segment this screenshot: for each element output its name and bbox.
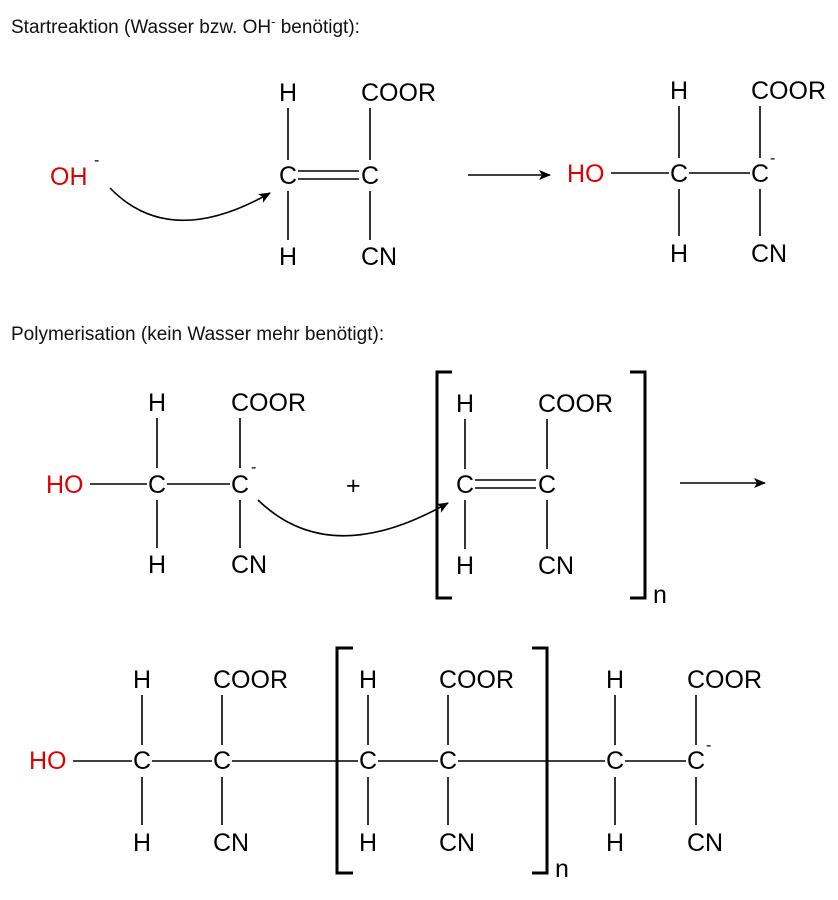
carbon-label-1: C bbox=[279, 162, 297, 190]
h-top-label-3: H bbox=[606, 666, 624, 694]
carbanion-charge: - bbox=[770, 150, 775, 167]
left-bracket bbox=[435, 370, 452, 600]
carbon-label-4: C bbox=[439, 747, 457, 775]
left-bracket bbox=[335, 646, 353, 875]
carbon-label-2: C bbox=[751, 160, 769, 188]
h-top-label-2: H bbox=[359, 666, 377, 694]
bracketed-monomer: H COOR C C H CN n bbox=[435, 370, 667, 609]
coor-label-3: COOR bbox=[687, 666, 762, 694]
caption-start-reaction: Startreaktion (Wasser bzw. OH- benötigt)… bbox=[11, 14, 360, 38]
carbanion-1: H COOR HO C C - H CN bbox=[567, 77, 826, 268]
coor-label-1: COOR bbox=[213, 666, 288, 694]
curved-arrow-attack-1 bbox=[109, 187, 271, 222]
coor-label: COOR bbox=[361, 79, 436, 107]
carbon-label-6: C bbox=[687, 747, 705, 775]
polymer-chain: H COOR H COOR H COOR HO C C C C C C - bbox=[29, 646, 762, 883]
cn-label: CN bbox=[361, 243, 397, 271]
carbon-label-1: C bbox=[670, 160, 688, 188]
right-bracket bbox=[532, 646, 549, 875]
h-top-label: H bbox=[279, 79, 297, 107]
h-bottom-label: H bbox=[456, 552, 474, 580]
monomer-1: H COOR C C H CN bbox=[279, 79, 436, 271]
coor-label-2: COOR bbox=[439, 666, 514, 694]
carbon-label-2: C bbox=[538, 471, 556, 499]
repeat-subscript: n bbox=[653, 581, 667, 609]
cn-label: CN bbox=[751, 240, 787, 268]
caption-polymerisation: Polymerisation (kein Wasser mehr benötig… bbox=[11, 324, 384, 345]
h-bottom-label-1: H bbox=[133, 829, 151, 857]
coor-label: COOR bbox=[751, 77, 826, 105]
h-bottom-label-2: H bbox=[359, 829, 377, 857]
cn-label-3: CN bbox=[687, 829, 723, 857]
h-top-label: H bbox=[670, 77, 688, 105]
h-top-label: H bbox=[148, 389, 166, 417]
carbanion-2: H COOR HO C C - H CN bbox=[46, 389, 306, 579]
h-bottom-label: H bbox=[279, 243, 297, 271]
cn-label-1: CN bbox=[213, 829, 249, 857]
h-bottom-label: H bbox=[670, 240, 688, 268]
carbon-label-1: C bbox=[148, 471, 166, 499]
carbon-label-2: C bbox=[231, 471, 249, 499]
hydroxide-ion: OH - bbox=[50, 152, 99, 191]
h-bottom-label-3: H bbox=[606, 829, 624, 857]
hydroxide-charge: - bbox=[94, 152, 99, 169]
coor-label: COOR bbox=[538, 390, 613, 418]
cn-label: CN bbox=[231, 551, 267, 579]
hydroxyl-label: HO bbox=[567, 160, 605, 188]
repeat-subscript: n bbox=[555, 855, 569, 883]
carbon-label-5: C bbox=[606, 747, 624, 775]
carbon-label-2: C bbox=[213, 747, 231, 775]
h-bottom-label: H bbox=[148, 551, 166, 579]
right-bracket bbox=[630, 370, 647, 600]
carbanion-charge: - bbox=[706, 737, 711, 754]
carbon-label-1: C bbox=[133, 747, 151, 775]
hydroxide-label: OH bbox=[50, 163, 88, 191]
carbon-label-3: C bbox=[359, 747, 377, 775]
cn-label: CN bbox=[538, 552, 574, 580]
carbanion-charge: - bbox=[251, 459, 256, 476]
cn-label-2: CN bbox=[439, 829, 475, 857]
coor-label: COOR bbox=[231, 389, 306, 417]
carbon-label-2: C bbox=[361, 162, 379, 190]
plus-sign: + bbox=[346, 472, 361, 500]
carbon-label-1: C bbox=[456, 471, 474, 499]
h-top-label: H bbox=[456, 390, 474, 418]
h-top-label-1: H bbox=[133, 666, 151, 694]
hydroxyl-label: HO bbox=[29, 747, 67, 775]
curved-arrow-attack-2 bbox=[257, 499, 449, 537]
hydroxyl-label: HO bbox=[46, 471, 84, 499]
